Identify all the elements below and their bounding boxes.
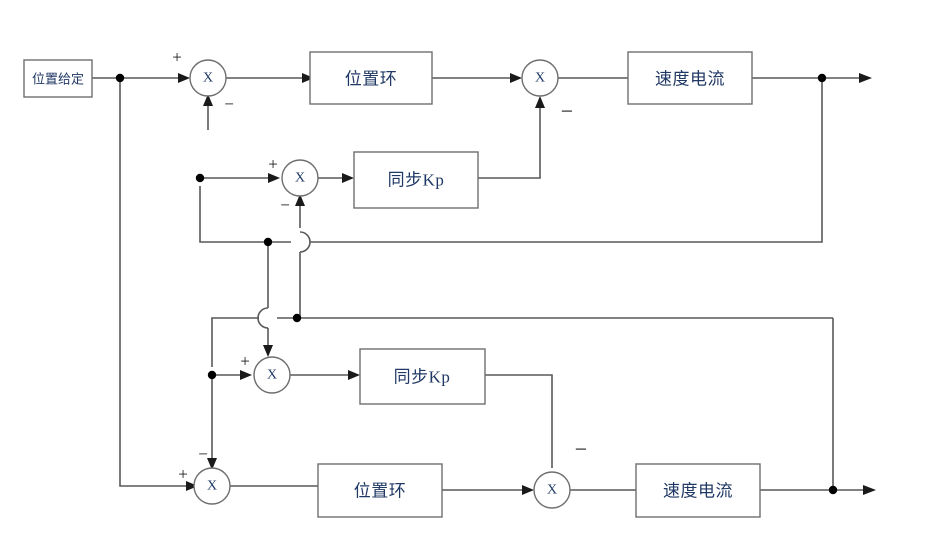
summing-node-kp-bottom-symbol: X — [267, 368, 277, 383]
junction-dot-mid-upper — [263, 237, 273, 247]
arrow-sumkptop-minus-up — [295, 194, 305, 206]
sign-plus-bottom-1: + — [178, 465, 188, 484]
summing-node-kp-top-symbol: X — [295, 171, 305, 186]
junction-dot-bottom-feedback-tap — [828, 485, 838, 495]
block-position-loop-bottom[interactable]: 位置环 — [317, 463, 443, 518]
block-sync-kp-top-label: 同步Kp — [388, 171, 445, 190]
junction-dot-top-feedback-tap — [817, 73, 827, 83]
wire-hop-upper — [299, 231, 311, 253]
blocks-layer: 位置给定 位置环 速度电流 同步Kp 同步Kp 位置环 — [23, 51, 761, 518]
block-input[interactable]: 位置给定 — [23, 59, 93, 98]
wire-synckp-top-to-sumtop2 — [478, 100, 541, 179]
block-speed-current-bottom[interactable]: 速度电流 — [635, 463, 761, 518]
block-sync-kp-bottom-label: 同步Kp — [394, 368, 451, 387]
sign-plus-kp-bottom: + — [240, 352, 250, 371]
arrow-into-sumtop2 — [510, 73, 522, 83]
block-position-loop-bottom-label: 位置环 — [354, 482, 407, 501]
summing-nodes-layer: X + − X − X + − X + X — [172, 48, 587, 509]
wire-input-branch-down — [119, 78, 194, 487]
arrow-into-sumbottom1-plus — [186, 481, 198, 491]
summing-node-top-1-symbol: X — [203, 71, 213, 86]
summing-node-kp-bottom[interactable]: X + — [240, 352, 291, 394]
summing-node-kp-top[interactable]: X + − — [268, 155, 319, 215]
wire-bottom-feedback-left — [211, 317, 259, 367]
summing-node-bottom-1-symbol: X — [207, 479, 217, 494]
sign-minus-kp-top: − — [280, 196, 290, 215]
arrow-into-sum-kp-bottom-top — [263, 345, 273, 357]
summing-node-top-2-symbol: X — [535, 71, 545, 86]
block-sync-kp-bottom[interactable]: 同步Kp — [359, 348, 486, 405]
arrow-sumtop1-minus-up — [203, 94, 213, 106]
sign-minus-top-2: − — [561, 99, 573, 124]
sign-minus-top-1: − — [224, 95, 234, 114]
arrow-into-sumbottom1-minus — [207, 458, 217, 470]
arrowheads-layer — [178, 73, 876, 495]
arrow-into-synckp-bottom — [348, 370, 360, 380]
summing-node-bottom-2[interactable]: X − — [533, 437, 587, 509]
summing-node-top-2[interactable]: X − — [521, 59, 573, 124]
wire-hop-lower — [257, 307, 269, 329]
arrow-into-sum-kp-bottom-left — [240, 370, 252, 380]
block-position-loop-top[interactable]: 位置环 — [309, 51, 433, 105]
junction-dot-kp-bottom-input — [207, 370, 217, 380]
block-sync-kp-top[interactable]: 同步Kp — [353, 151, 479, 209]
junction-dot-input-branch — [115, 73, 125, 83]
wire-synckp-bottom-to-sumbottom2 — [485, 374, 553, 468]
junction-dot-kp-top-input — [195, 173, 205, 183]
block-position-loop-top-label: 位置环 — [345, 70, 398, 89]
summing-node-bottom-2-symbol: X — [547, 483, 557, 498]
arrow-into-sumbottom2 — [522, 485, 534, 495]
block-speed-current-top[interactable]: 速度电流 — [627, 51, 753, 105]
arrow-sumtop2-minus-up — [535, 96, 545, 108]
arrow-into-sum-kp-top — [268, 173, 280, 183]
arrow-output-bottom — [863, 485, 876, 495]
arrow-output-top — [859, 73, 872, 83]
wire-top-feedback-to-kp-left — [199, 186, 291, 243]
arrow-into-sum-top-1 — [178, 73, 190, 83]
wiring-layer — [92, 77, 870, 491]
arrow-into-posloop-top — [302, 73, 314, 83]
block-input-label: 位置给定 — [32, 72, 84, 87]
junction-dots-layer — [115, 73, 838, 495]
block-speed-current-top-label: 速度电流 — [655, 70, 725, 89]
sign-plus-top-1: + — [172, 48, 182, 67]
summing-node-top-1[interactable]: X + − — [172, 48, 234, 114]
junction-dot-mid-lower — [292, 313, 302, 323]
arrow-into-synckp-top — [342, 173, 354, 183]
sign-minus-bottom-2: − — [575, 437, 587, 462]
block-speed-current-bottom-label: 速度电流 — [663, 482, 733, 501]
sign-plus-kp-top: + — [268, 155, 278, 174]
sign-minus-bottom-1: − — [198, 445, 208, 464]
wire-top-outer-feedback — [310, 78, 823, 243]
summing-node-bottom-1[interactable]: X + − — [178, 445, 231, 505]
